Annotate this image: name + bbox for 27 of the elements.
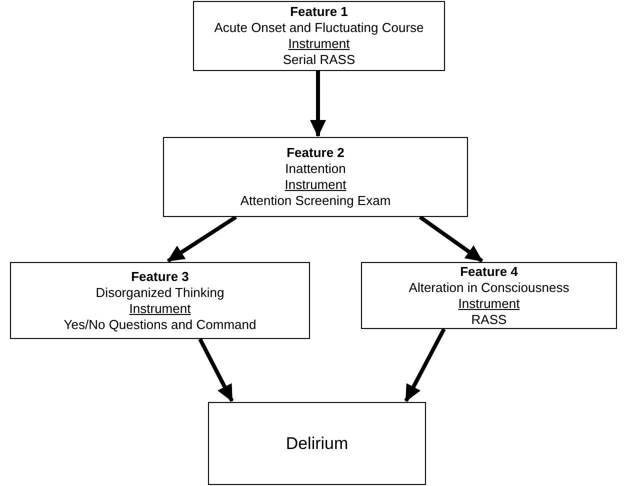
box-text: Delirium: [286, 436, 348, 452]
box-text: Instrument: [284, 177, 346, 193]
process-box: [193, 1, 445, 71]
box-text: RASS: [471, 312, 507, 328]
process-box: [208, 402, 426, 485]
box-heading: Feature 1: [290, 4, 348, 20]
box-text: Instrument: [458, 296, 520, 312]
box-text: Serial RASS: [282, 52, 356, 68]
arrow: [198, 338, 234, 402]
box-text: Alteration in Consciousness: [408, 280, 570, 296]
arrow: [166, 215, 238, 263]
box-text: Attention Screening Exam: [240, 193, 391, 209]
box-text: Instrument: [129, 300, 191, 316]
box-text: Acute Onset and Fluctuating Course: [214, 20, 424, 36]
process-box: [10, 262, 310, 339]
box-heading: Feature 2: [286, 145, 344, 161]
arrow: [404, 328, 446, 402]
process-box: [163, 137, 468, 217]
box-text: Disorganized Thinking: [96, 284, 224, 300]
arrow: [418, 215, 484, 263]
process-box: [361, 262, 617, 329]
box-text: Inattention: [285, 161, 346, 177]
box-heading: Feature 4: [460, 264, 518, 280]
box-text: Yes/No Questions and Command: [64, 316, 256, 332]
arrow: [310, 71, 326, 137]
box-heading: Feature 3: [131, 268, 189, 284]
box-text: Instrument: [288, 36, 350, 52]
